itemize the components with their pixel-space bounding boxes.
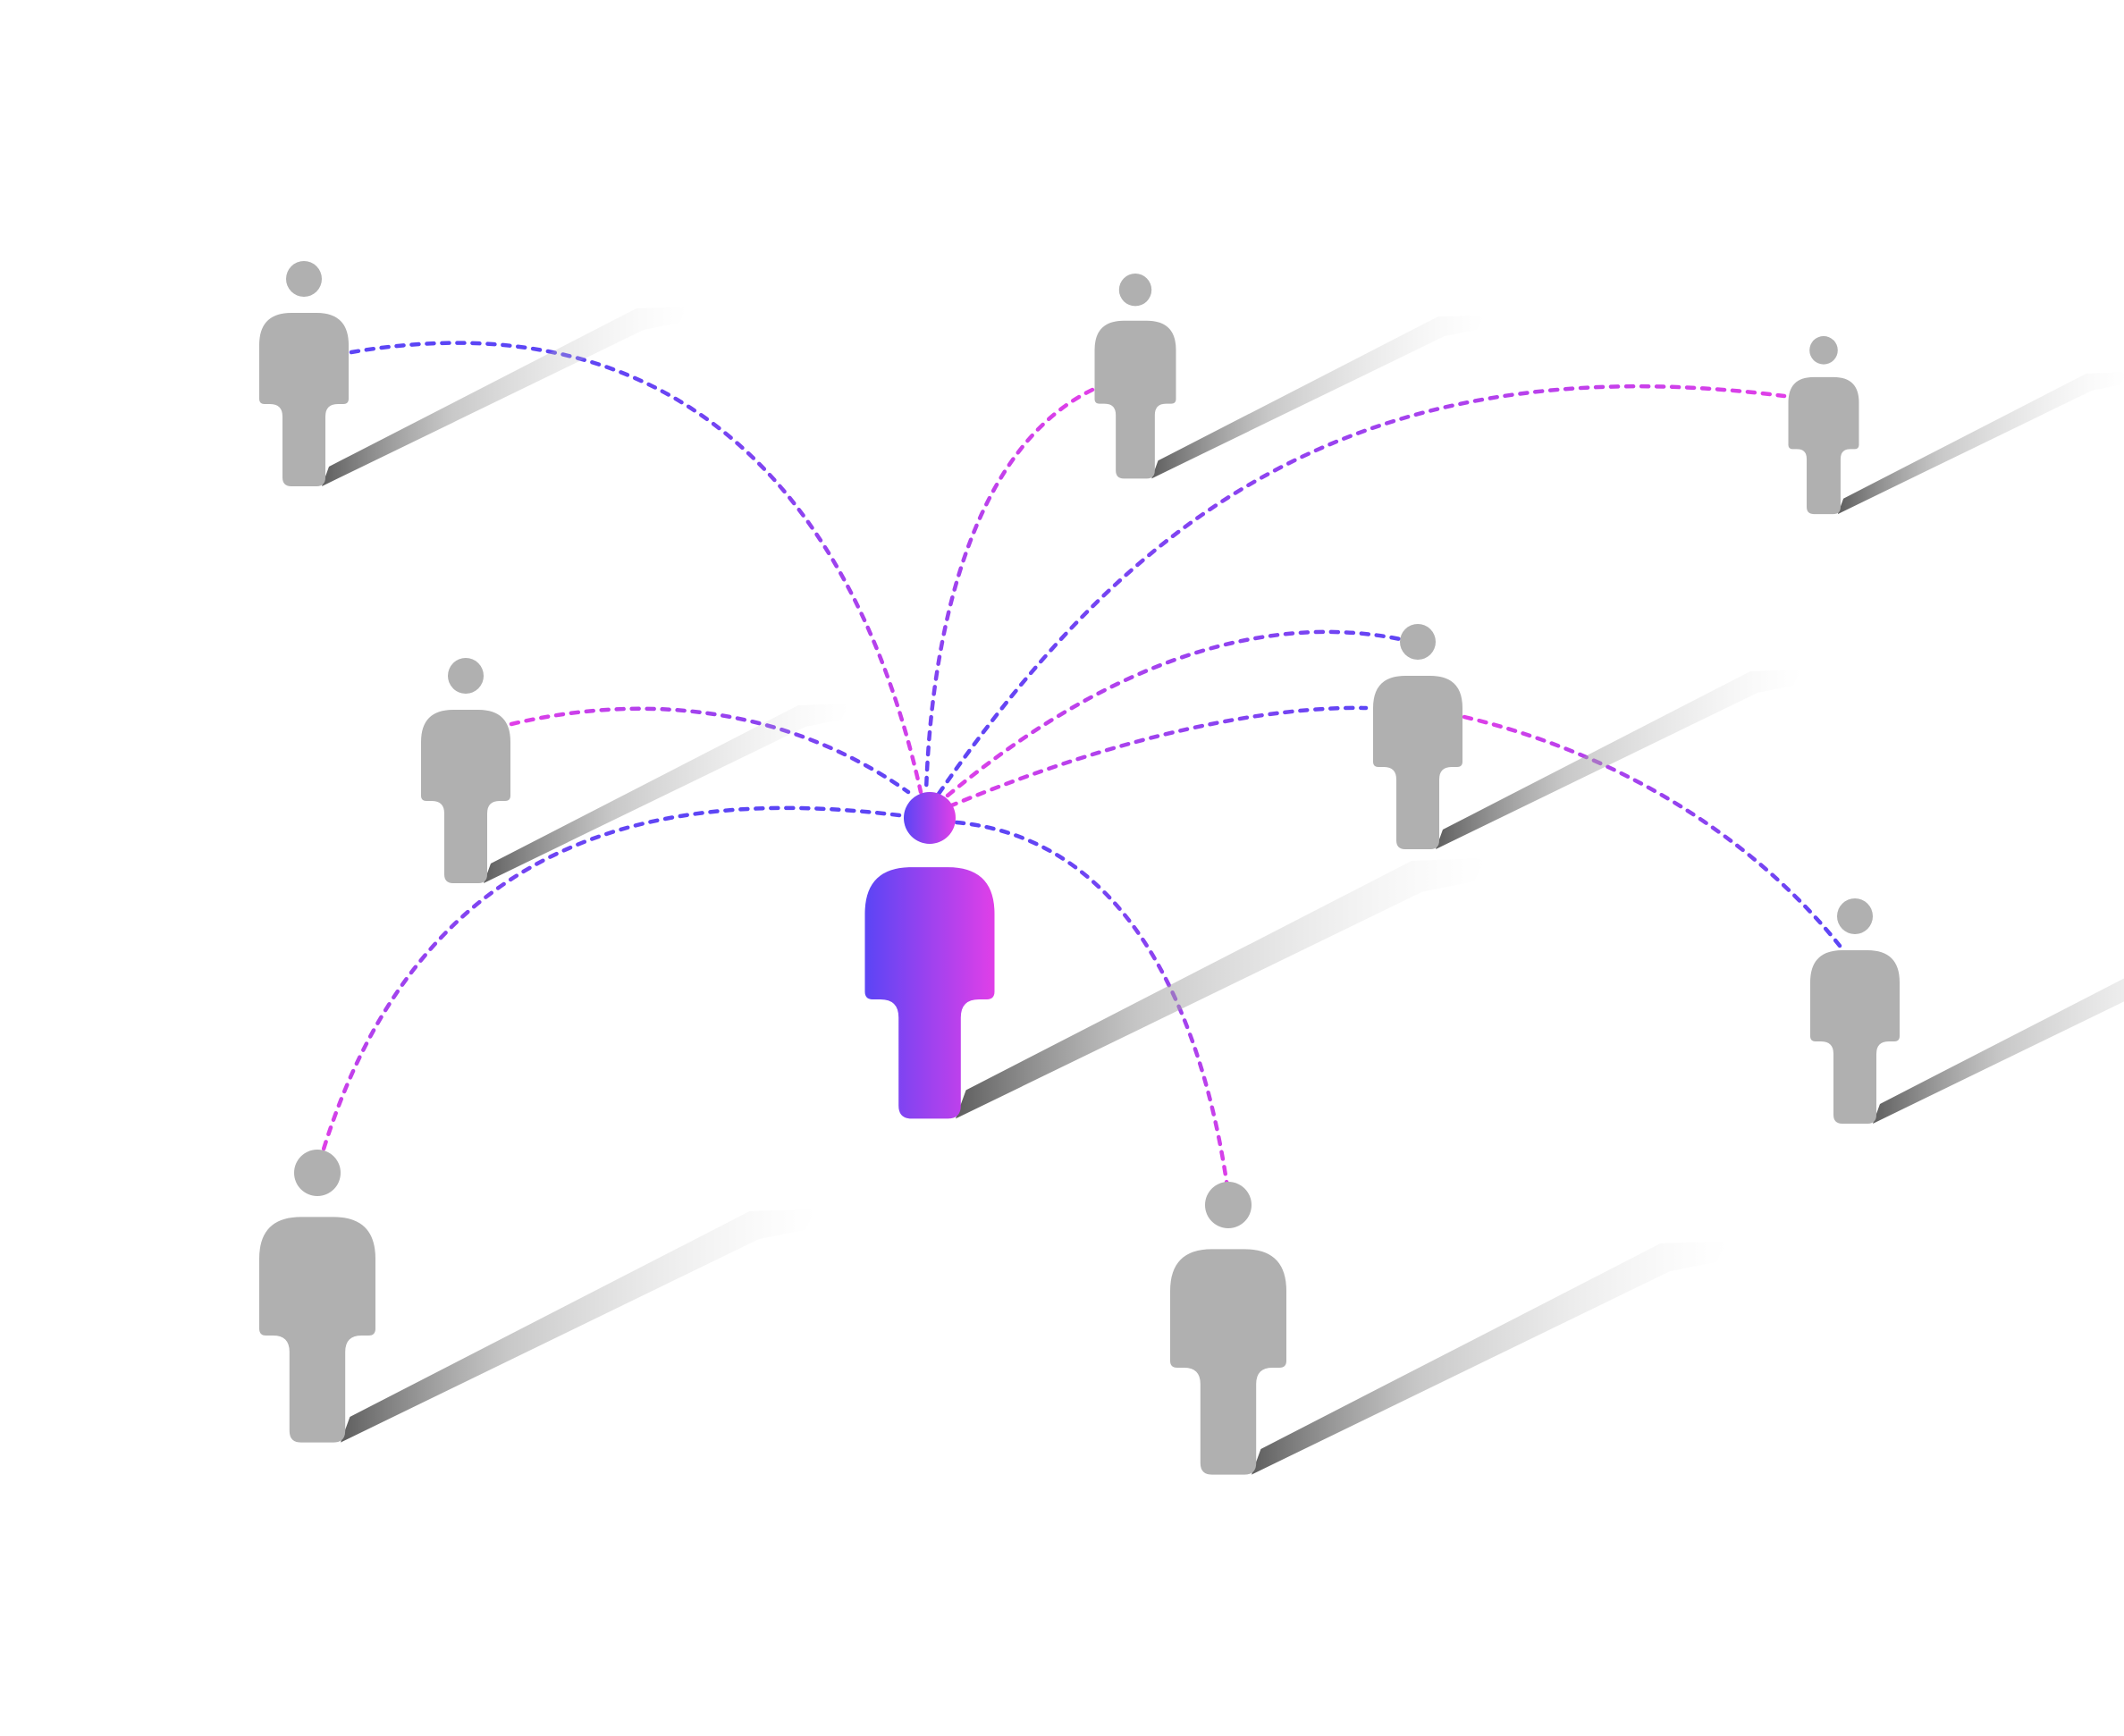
central-person [864, 792, 1488, 1119]
person-body [259, 1217, 375, 1443]
connection-line [954, 820, 1230, 1190]
person-middle-left [421, 658, 850, 883]
person-shadow [1436, 670, 1802, 849]
person-body [1810, 950, 1900, 1124]
person-body [259, 313, 349, 486]
person-top-center [1094, 274, 1486, 479]
person-head [286, 261, 322, 297]
person-body [1094, 320, 1176, 479]
person-head [1400, 624, 1436, 660]
person-shadow [322, 307, 688, 486]
person-shadow [1252, 1241, 1728, 1475]
people-group [259, 261, 2124, 1475]
person-shadow [956, 857, 1488, 1119]
person-head [904, 792, 956, 844]
person-body [1373, 676, 1462, 849]
person-body [864, 867, 995, 1119]
person-shadow [1837, 372, 2124, 515]
connection-line [509, 706, 911, 795]
person-head [1205, 1182, 1252, 1228]
connection-line [945, 629, 1415, 798]
person-head [1809, 336, 1838, 365]
person-top-right [1788, 336, 2124, 515]
person-head [1837, 898, 1873, 934]
person-head [448, 658, 484, 694]
connection-line [319, 805, 902, 1158]
person-right [1810, 898, 2124, 1124]
connection-line [923, 387, 1095, 795]
person-shadow [484, 704, 850, 883]
connection-line [1462, 714, 1842, 948]
person-bottom-left [259, 1150, 817, 1443]
connections [319, 341, 1842, 1190]
person-shadow [341, 1209, 817, 1443]
person-head [294, 1150, 341, 1196]
connection-line [936, 383, 1787, 796]
person-head [1118, 274, 1152, 307]
connection-line [947, 705, 1369, 809]
person-middle-right [1373, 624, 1802, 849]
person-bottom-center [1170, 1182, 1728, 1475]
person-shadow [1151, 315, 1486, 479]
person-body [1170, 1249, 1286, 1475]
connection-line [349, 341, 923, 795]
person-body [421, 710, 510, 883]
person-shadow [1873, 978, 2124, 1124]
person-top-left [259, 261, 688, 486]
person-body [1788, 376, 1859, 515]
